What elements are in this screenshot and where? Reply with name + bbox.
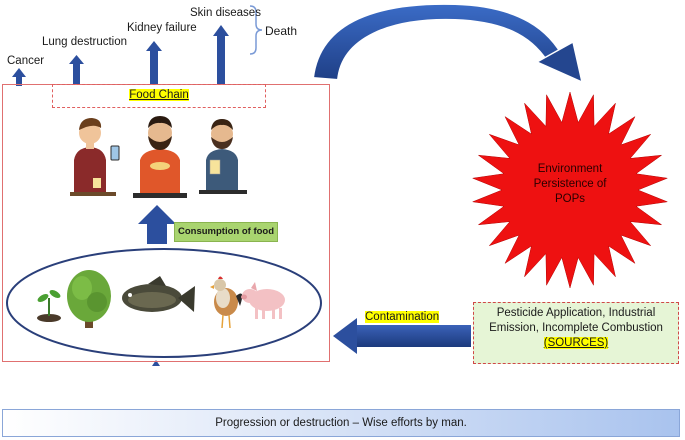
contamination-arrow (333, 318, 471, 354)
pops-line-3: POPs (554, 193, 586, 205)
consumption-label: Consumption of food (174, 222, 278, 242)
tree-icon (67, 270, 111, 328)
cancer-arrow (12, 68, 26, 86)
skin-diseases-label: Skin diseases (190, 7, 261, 19)
chicken-icon (210, 276, 243, 329)
fish-icon (122, 276, 195, 312)
skin-arrow (213, 25, 229, 85)
pops-line-2: Persistence of (533, 178, 607, 190)
kidney-failure-label: Kidney failure (127, 22, 197, 34)
pops-burst (471, 91, 669, 289)
food-chain-panel (2, 84, 330, 362)
death-label: Death (265, 24, 298, 38)
lung-destruction-label: Lung destruction (42, 36, 128, 48)
contamination-label-wrap: Contamination (365, 311, 440, 323)
pops-text: Environment Persistence of POPs (515, 162, 625, 207)
food-chain-text-wrap: Food Chain (53, 89, 265, 101)
death-brace (249, 5, 263, 55)
pops-line-1: Environment (537, 163, 603, 175)
footer-bar: Progression or destruction – Wise effort… (2, 409, 680, 437)
person-eating-icon (133, 116, 187, 198)
food-chain-label: Food Chain (129, 89, 189, 101)
food-chain-box: Food Chain (52, 84, 266, 108)
curved-arrow (311, 2, 584, 84)
person-phone-icon (70, 118, 120, 196)
sources-tag: (SOURCES) (543, 337, 609, 349)
seedling-icon (37, 290, 61, 322)
lung-arrow (69, 55, 84, 85)
sources-tag-wrap: (SOURCES) (474, 336, 678, 351)
contamination-label: Contamination (365, 311, 440, 323)
person-drinking-icon (199, 119, 247, 194)
bottom-pointer (152, 360, 160, 366)
kidney-arrow (146, 41, 162, 85)
pig-icon (241, 282, 285, 319)
sources-line-1: Pesticide Application, Industrial (496, 307, 656, 319)
sources-line-2: Emission, Incomplete Combustion (489, 322, 663, 334)
sources-box: Pesticide Application, Industrial Emissi… (473, 302, 679, 364)
cancer-label: Cancer (7, 55, 45, 67)
consumption-arrow (138, 205, 176, 244)
